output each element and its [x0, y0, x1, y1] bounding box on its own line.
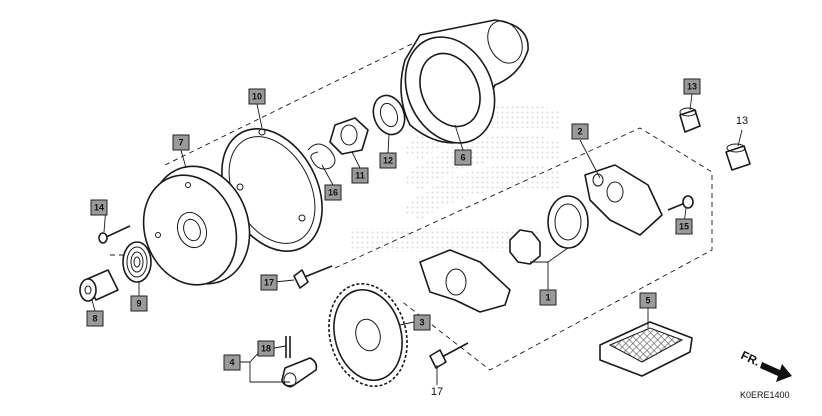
svg-text:8: 8 [92, 314, 97, 324]
assembly-outline [110, 34, 713, 371]
part-8-plug [79, 269, 119, 302]
callout-10: 10 [248, 88, 266, 105]
part-6-housing [400, 19, 529, 144]
callout-16: 16 [324, 184, 342, 201]
svg-text:3: 3 [419, 318, 424, 328]
svg-text:7: 7 [178, 138, 183, 148]
callout-6: 6 [454, 149, 472, 166]
callout-17-plain: 17 [431, 386, 443, 398]
part-15-screw [667, 195, 694, 211]
part-12-oil-seal [372, 94, 406, 136]
part-11-collar [329, 117, 369, 155]
svg-text:1: 1 [545, 293, 550, 303]
callout-3: 3 [413, 314, 431, 331]
callout-13-plain: 13 [736, 115, 748, 127]
part-1-rotor [509, 195, 589, 265]
callout-2: 2 [571, 123, 589, 140]
svg-text:9: 9 [136, 299, 141, 309]
part-17-bolt-lower [429, 342, 469, 369]
part-2-pump-body [419, 249, 511, 313]
callout-12: 12 [379, 152, 397, 169]
svg-text:14: 14 [94, 203, 104, 213]
callout-17-box: 17 [260, 274, 278, 291]
part-5-strainer [599, 321, 693, 377]
svg-text:5: 5 [645, 296, 650, 306]
diagram-code: K0ERE1400 [740, 390, 790, 400]
part-17-bolt-upper [293, 265, 333, 289]
callout-4: 4 [223, 354, 241, 371]
callout-13-box: 13 [683, 78, 701, 95]
svg-text:4: 4 [229, 358, 234, 368]
callout-9: 9 [130, 295, 148, 312]
part-13-dowel-upper [679, 107, 701, 133]
svg-text:13: 13 [687, 82, 697, 92]
callout-5: 5 [639, 292, 657, 309]
callout-14: 14 [90, 199, 108, 216]
svg-text:18: 18 [261, 344, 271, 354]
part-14-screw [98, 225, 131, 244]
arrow-icon [760, 362, 792, 382]
callout-1: 1 [539, 289, 557, 306]
watermark-logo [350, 105, 560, 252]
callout-7: 7 [172, 134, 190, 151]
part-7-cover [142, 165, 251, 286]
svg-text:6: 6 [460, 153, 465, 163]
part-3-gear [328, 283, 408, 387]
svg-text:2: 2 [577, 127, 582, 137]
svg-text:16: 16 [328, 188, 338, 198]
part-9-spring [122, 241, 152, 283]
callout-18: 18 [257, 340, 275, 357]
part-16-clip [307, 143, 336, 170]
part-18-pin [285, 336, 291, 358]
part-2-plate [584, 164, 663, 236]
svg-text:12: 12 [383, 156, 393, 166]
direction-label: FR. [739, 348, 762, 369]
callout-15: 15 [675, 218, 693, 235]
svg-text:17: 17 [264, 278, 274, 288]
part-13-dowel-lower [725, 143, 751, 171]
part-4-pin [281, 357, 318, 388]
front-direction-indicator: FR. [739, 348, 792, 382]
svg-text:11: 11 [355, 171, 365, 181]
callout-8: 8 [86, 310, 104, 327]
svg-text:10: 10 [252, 92, 262, 102]
callout-11: 11 [351, 167, 369, 184]
svg-text:15: 15 [679, 222, 689, 232]
leader-lines [91, 93, 743, 385]
